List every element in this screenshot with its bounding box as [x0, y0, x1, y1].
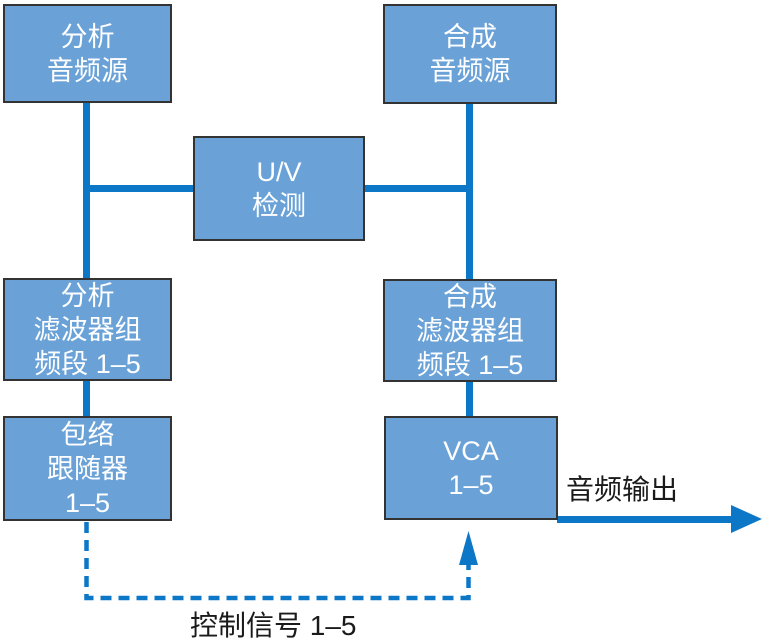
- box-label-line: 频段 1–5: [416, 349, 524, 380]
- box-label-line: 音频源: [429, 56, 511, 86]
- box-label-line: 检测: [252, 190, 306, 221]
- box-label-line: 包络: [60, 419, 115, 450]
- audio-output-label: 音频输出: [566, 474, 679, 505]
- audio-output-arrow-line: [557, 516, 733, 523]
- connector-synthesis-filterbank-to-vca: [466, 380, 473, 418]
- box-label-line: 合成: [443, 281, 497, 312]
- box-label-line: 1–5: [448, 470, 494, 500]
- box-label-line: 滤波器组: [416, 315, 524, 346]
- box-label-line: VCA: [443, 436, 499, 466]
- box-label-line: 频段 1–5: [34, 348, 141, 379]
- box-label-line: 1–5: [64, 487, 111, 518]
- box-synthesis-filterbank: 合成 滤波器组 频段 1–5: [383, 279, 557, 382]
- box-analysis-audio-source: 分析 音频源: [3, 4, 172, 103]
- box-vca: VCA 1–5: [384, 416, 558, 520]
- box-label-line: 跟随器: [47, 453, 128, 484]
- box-label-line: 合成: [443, 22, 497, 52]
- connector-analysis-filterbank-to-envelope: [83, 379, 90, 418]
- box-uv-detection: U/V 检测: [193, 136, 365, 241]
- box-label-line: U/V: [256, 156, 302, 187]
- box-label-line: 分析: [60, 21, 115, 52]
- box-label-line: 分析: [60, 280, 115, 311]
- box-synthesis-audio-source: 合成 音频源: [383, 4, 557, 104]
- box-label-line: 滤波器组: [33, 314, 142, 345]
- box-envelope-follower: 包络 跟随器 1–5: [3, 416, 172, 521]
- control-signal-arrowhead-icon: [459, 531, 478, 565]
- box-label-line: 音频源: [47, 55, 128, 86]
- audio-output-arrowhead-icon: [731, 505, 762, 533]
- control-signal-label: 控制信号 1–5: [190, 610, 357, 641]
- box-analysis-filterbank: 分析 滤波器组 频段 1–5: [3, 278, 172, 381]
